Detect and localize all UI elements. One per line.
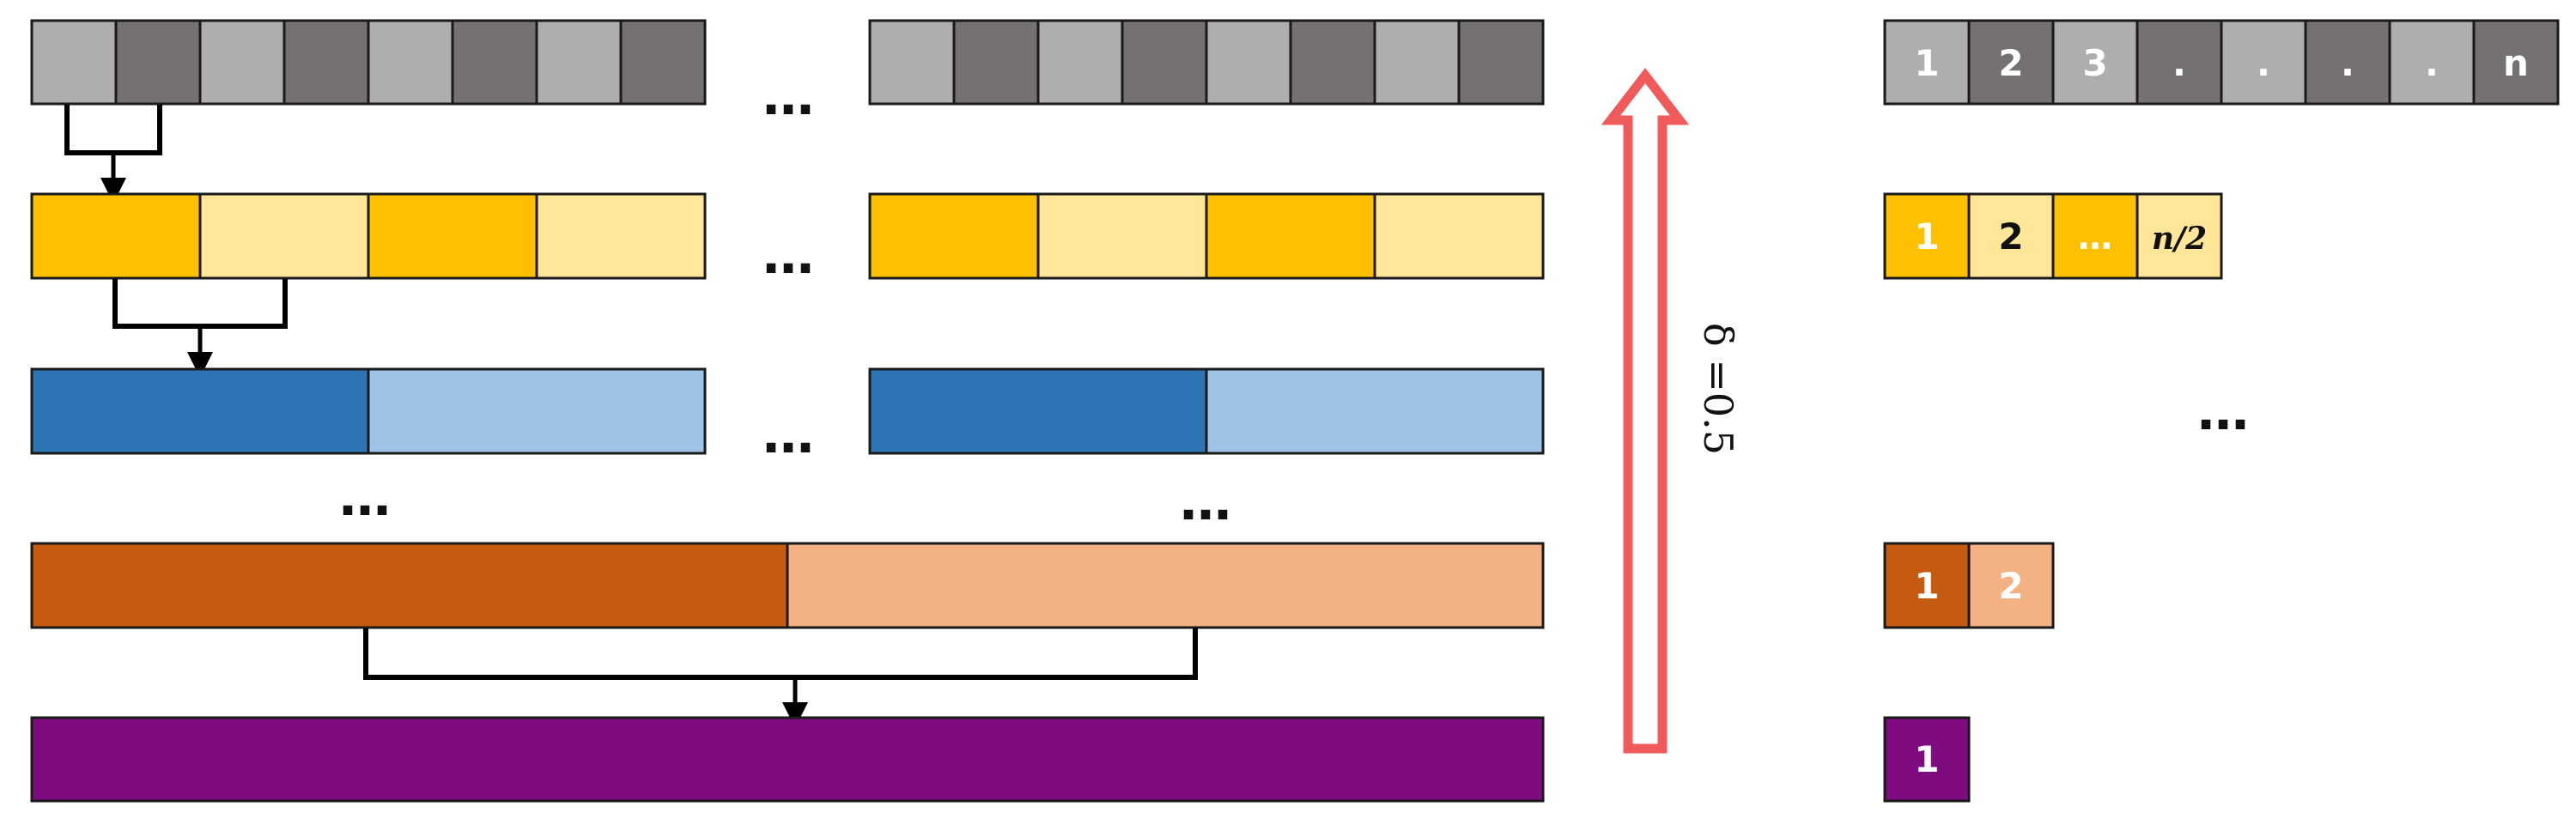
ellipsis-between-2-3-right: … <box>1180 472 1231 532</box>
ellipsis-between-2-3-left: … <box>339 468 391 528</box>
legend-lp-cell-2: 2 <box>1998 565 2023 607</box>
legend-l0-cell-8: n <box>2503 42 2529 84</box>
ellipsis-row-2: … <box>762 405 814 465</box>
merge-connector-1-2 <box>112 279 288 378</box>
legend-l0-cell-4: . <box>2172 42 2186 84</box>
row-level-1-left <box>30 192 707 280</box>
legend-level-penultimate: 1 2 <box>1883 542 2055 629</box>
merge-connector-0-1 <box>64 105 162 203</box>
legend-l1-cell-4: n/2 <box>2152 221 2207 257</box>
legend-l1-cell-2: 2 <box>1998 215 2023 258</box>
row-level-3 <box>30 542 1545 629</box>
legend-level-1: 1 2 … n/2 <box>1883 192 2223 280</box>
merge-connector-3-4 <box>363 628 1198 728</box>
legend-ellipsis: … <box>2197 382 2249 442</box>
upward-arrow <box>1601 67 1690 754</box>
legend-l0-cell-6: . <box>2341 42 2354 84</box>
legend-level-0: 1 2 3 . . . . n <box>1883 19 2560 106</box>
legend-l1-cell-1: 1 <box>1914 215 1939 258</box>
legend-l0-cell-2: 2 <box>1998 42 2023 84</box>
row-level-0-left <box>30 19 707 106</box>
row-level-2-right <box>868 367 1545 455</box>
legend-l0-cell-5: . <box>2257 42 2270 84</box>
legend-l0-cell-1: 1 <box>1914 42 1939 84</box>
row-level-0-right <box>868 19 1545 106</box>
ellipsis-row-1: … <box>762 226 814 286</box>
legend-l1-cell-3: … <box>2078 218 2112 258</box>
legend-l0-cell-3: 3 <box>2082 42 2107 84</box>
legend-lp-cell-1: 1 <box>1914 565 1939 607</box>
row-level-4 <box>30 716 1545 803</box>
arrow-label: δ =0.5 <box>1695 323 1741 455</box>
legend-ll-cell-1: 1 <box>1914 738 1939 780</box>
row-level-1-right <box>868 192 1545 280</box>
legend-l0-cell-7: . <box>2425 42 2439 84</box>
row-level-2-left <box>30 367 707 455</box>
legend-level-last: 1 <box>1883 716 1971 803</box>
ellipsis-row-0: … <box>762 67 814 127</box>
